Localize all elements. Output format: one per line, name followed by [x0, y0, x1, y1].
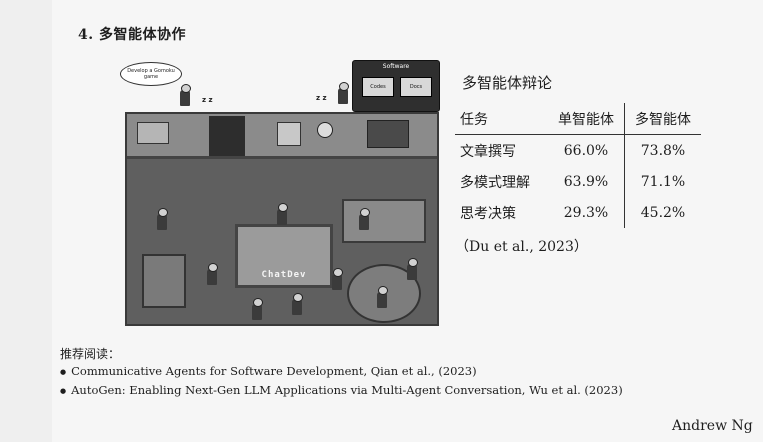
header-task: 任务 — [455, 103, 548, 135]
reading-list: Communicative Agents for Software Develo… — [60, 363, 623, 401]
reading-title: 推荐阅读： — [60, 347, 121, 361]
docs-button: Docs — [400, 77, 432, 97]
multi-agent-score: 73.8% — [640, 142, 686, 159]
wall-frame — [277, 122, 301, 146]
agent-sprite — [277, 203, 288, 225]
codes-button: Codes — [362, 77, 394, 97]
task-label: 多模式理解 — [460, 174, 530, 191]
ceo-sprite — [180, 84, 191, 106]
table-citation: （Du et al., 2023） — [455, 239, 588, 255]
desk-cluster — [342, 199, 426, 243]
wall-board — [367, 120, 409, 148]
list-item: AutoGen: Enabling Next-Gen LLM Applicati… — [60, 382, 623, 401]
agent-sprite — [332, 268, 343, 290]
wall-clock — [317, 122, 333, 138]
author-name: Andrew Ng — [672, 418, 753, 434]
single-agent-score: 66.0% — [548, 134, 625, 166]
agent-sprite — [292, 293, 303, 315]
debate-table-title: 多智能体辩论 — [462, 74, 553, 92]
snore-text-left: z z — [202, 96, 213, 104]
agent-sprite — [407, 258, 418, 280]
table-header-row: 任务 单智能体 多智能体 — [455, 103, 701, 135]
agent-sprite — [359, 208, 370, 230]
agent-sprite — [252, 298, 263, 320]
header-single-agent: 单智能体 — [548, 103, 625, 135]
header-multi-agent: 多智能体 — [624, 103, 701, 135]
single-agent-score: 29.3% — [548, 197, 625, 228]
agent-sprite — [377, 286, 388, 308]
software-panel: Software Codes Docs — [352, 60, 440, 112]
chatdev-rug: ChatDev — [235, 224, 333, 288]
table-row: 思考决策 29.3% 45.2% — [455, 197, 701, 228]
programmer-sprite — [338, 82, 349, 104]
multi-agent-score: 71.1% — [640, 173, 686, 190]
stairs — [209, 116, 245, 156]
single-agent-score: 63.9% — [548, 166, 625, 197]
left-margin-strip — [0, 0, 52, 442]
chatdev-illustration: Develop a Gomoku game z z Software Codes… — [120, 60, 440, 328]
debate-results-table: 任务 单智能体 多智能体 文章撰写 66.0% 73.8% 多模式理解 63.9… — [455, 103, 701, 228]
agent-sprite — [157, 208, 168, 230]
task-label: 文章撰写 — [460, 143, 516, 160]
office-room: ChatDev — [125, 112, 439, 326]
table-row: 文章撰写 66.0% 73.8% — [455, 134, 701, 166]
software-panel-title: Software — [382, 63, 410, 70]
speech-bubble: Develop a Gomoku game — [120, 62, 182, 86]
task-label: 思考决策 — [460, 205, 516, 222]
multi-agent-score: 45.2% — [640, 204, 686, 221]
wall-shelf — [137, 122, 169, 144]
list-item: Communicative Agents for Software Develo… — [60, 363, 623, 382]
agent-sprite — [207, 263, 218, 285]
snore-text-right: z z — [316, 94, 327, 102]
slide-heading: 4. 多智能体协作 — [78, 27, 186, 43]
table-row: 多模式理解 63.9% 71.1% — [455, 166, 701, 197]
side-booth — [142, 254, 186, 308]
rug-logo-text: ChatDev — [261, 270, 307, 280]
